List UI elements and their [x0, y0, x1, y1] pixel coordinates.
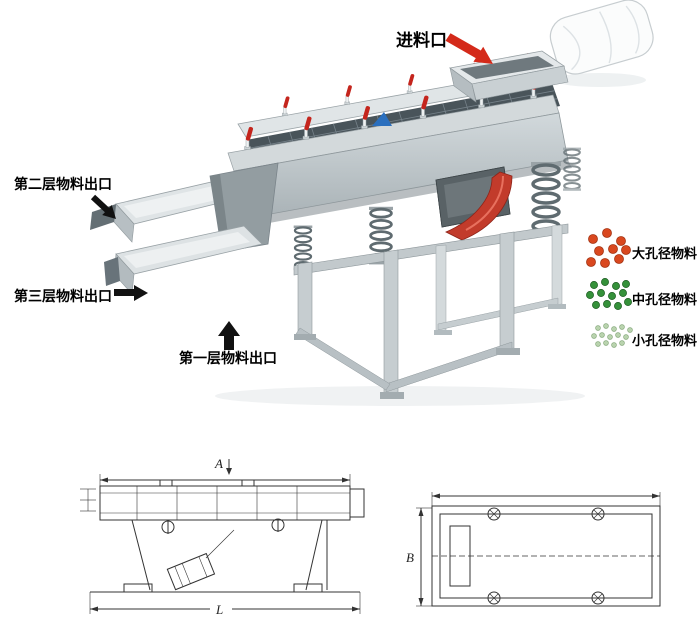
brand-mark [372, 112, 392, 126]
packaging-bag [549, 0, 654, 87]
legend-dots-large [586, 228, 631, 268]
outlet-layer2-arrow [90, 194, 116, 219]
top-view-drawing: B [406, 492, 661, 607]
outlet-layer1-arrow [218, 321, 240, 350]
legend-dots-medium [586, 278, 632, 310]
outlet-layer3-label: 第三层物料出口 [14, 288, 112, 304]
feed-inlet-label: 进料口 [396, 31, 447, 50]
outlet-layer2-label: 第二层物料出口 [14, 176, 112, 192]
feed-inlet-arrow [445, 33, 493, 64]
dim-label-b: B [406, 550, 414, 565]
discharge-chute-layer3 [104, 225, 263, 295]
screen-deck [227, 67, 572, 227]
legend-label-medium: 中孔径物料 [632, 292, 698, 307]
outlet-layer1-label: 第一层物料出口 [179, 350, 277, 366]
legend-label-large: 大孔径物料 [632, 246, 698, 261]
feed-inlet [449, 50, 569, 103]
support-frame [293, 223, 569, 399]
legend-label-small: 小孔径物料 [632, 333, 698, 348]
outlet-layer3-arrow [114, 285, 148, 301]
dim-label-l: L [215, 602, 223, 617]
side-view-drawing: A [80, 456, 365, 617]
legend-dots-small [591, 323, 633, 348]
dim-label-a: A [214, 456, 223, 471]
